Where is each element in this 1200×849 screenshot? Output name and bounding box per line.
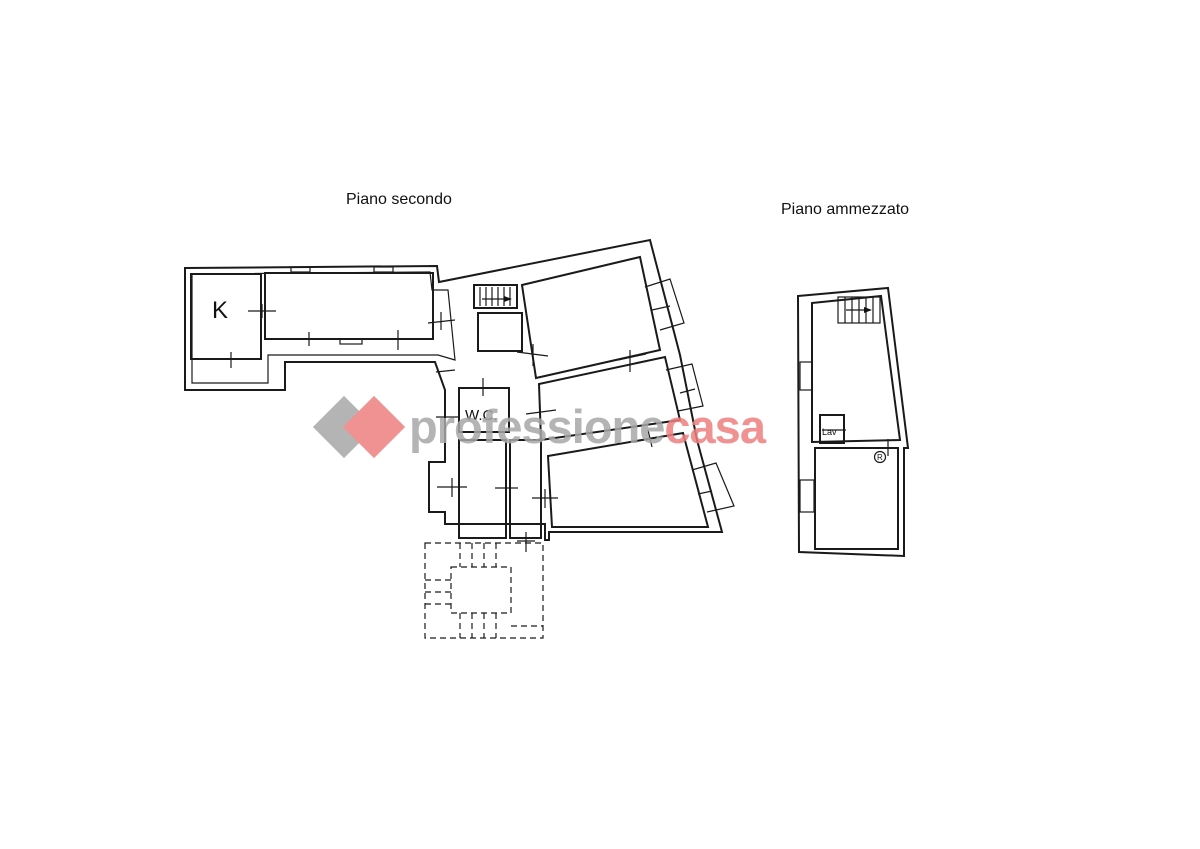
watermark-logo: professionecasa <box>312 395 768 459</box>
mezzanine-door-ticks <box>822 429 898 456</box>
room-east-1 <box>520 255 662 380</box>
mezzanine-window-1 <box>799 361 813 391</box>
stair-frame <box>473 284 518 309</box>
laundry-label: Lav <box>822 427 837 437</box>
stair-treads <box>479 287 511 306</box>
inner-wall-west-wing <box>191 271 456 384</box>
terrace-dashed <box>424 542 544 639</box>
balcony-3 <box>691 462 735 513</box>
logo-diamond-pink <box>342 395 406 459</box>
door-ticks <box>218 304 456 373</box>
room-storage <box>477 312 523 352</box>
window-2 <box>373 266 394 273</box>
mezzanine-room-lower <box>814 447 899 550</box>
plan-mezzanine: Lav R <box>796 286 910 558</box>
mezzanine-outer-wall <box>796 286 910 558</box>
watermark-text-pink: casa <box>664 400 766 453</box>
window-3 <box>339 338 363 345</box>
balcony-1 <box>644 278 685 331</box>
stair-arrow <box>504 296 512 302</box>
plan-second-floor: K W.C. <box>184 238 735 639</box>
room-east-3 <box>546 431 710 528</box>
outer-wall-west-wing <box>184 238 724 541</box>
watermark-text: professionecasa <box>409 400 767 453</box>
room-corridor <box>264 272 434 340</box>
room-laundry <box>819 414 845 444</box>
wc-label: W.C. <box>465 407 498 424</box>
mezzanine-window-2 <box>799 479 815 513</box>
floor-title-second: Piano secondo <box>346 191 452 208</box>
balcony-2 <box>665 363 704 412</box>
r-symbol-circle <box>873 450 887 464</box>
floor-title-mezzanine: Piano ammezzato <box>781 201 909 218</box>
door-ticks-east <box>436 305 713 552</box>
window-1 <box>290 266 311 273</box>
r-symbol-label: R <box>877 453 883 462</box>
kitchen-label: K <box>212 297 228 324</box>
watermark-text-gray: professione <box>409 400 664 453</box>
mezzanine-stair-arrow <box>864 307 872 313</box>
mezzanine-room-upper <box>811 294 902 444</box>
